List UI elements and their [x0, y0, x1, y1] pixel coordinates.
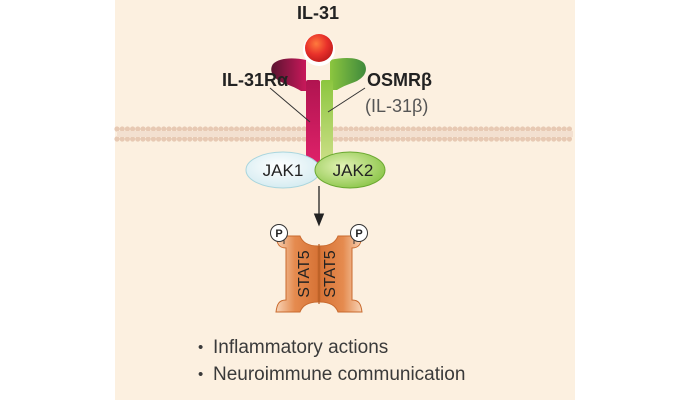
outcomes-list: Inflammatory actions Neuroimmune communi…	[198, 334, 465, 388]
osmr-beta-leader	[327, 87, 366, 113]
il31-label: IL-31	[297, 3, 339, 23]
il31r-alpha-stem	[306, 80, 320, 166]
osmr-beta-stem	[321, 80, 333, 166]
osmr-beta-label: OSMRβ	[367, 70, 432, 90]
stat5-left-label: STAT5	[296, 250, 313, 298]
phosphate-right-label: P	[355, 228, 362, 240]
outcome-item: Inflammatory actions	[198, 334, 465, 361]
il31-ligand-core	[305, 34, 333, 62]
stat5-left-monomer	[275, 235, 319, 313]
il31r-alpha-leader	[269, 87, 311, 123]
stat5-right-monomer	[319, 235, 363, 313]
phosphate-right	[350, 224, 368, 244]
jak1-label: JAK1	[263, 161, 304, 180]
cell-membrane	[114, 126, 573, 142]
phosphate-left	[270, 224, 288, 244]
osmr-beta-cap	[330, 58, 366, 90]
il31r-alpha-cap	[271, 58, 306, 91]
outcome-item: Neuroimmune communication	[198, 361, 465, 388]
osmr-beta-receptor	[321, 58, 366, 166]
osmr-beta-alias-label: (IL-31β)	[365, 96, 428, 116]
stat5-right-label: STAT5	[322, 250, 339, 298]
il31r-alpha-receptor	[271, 58, 320, 166]
phosphate-left-label: P	[275, 228, 282, 240]
jak2-kinase	[314, 151, 386, 189]
stat5-dimer	[275, 235, 363, 313]
jak2-label: JAK2	[333, 161, 374, 180]
il31r-alpha-label: IL-31Rα	[222, 70, 288, 90]
